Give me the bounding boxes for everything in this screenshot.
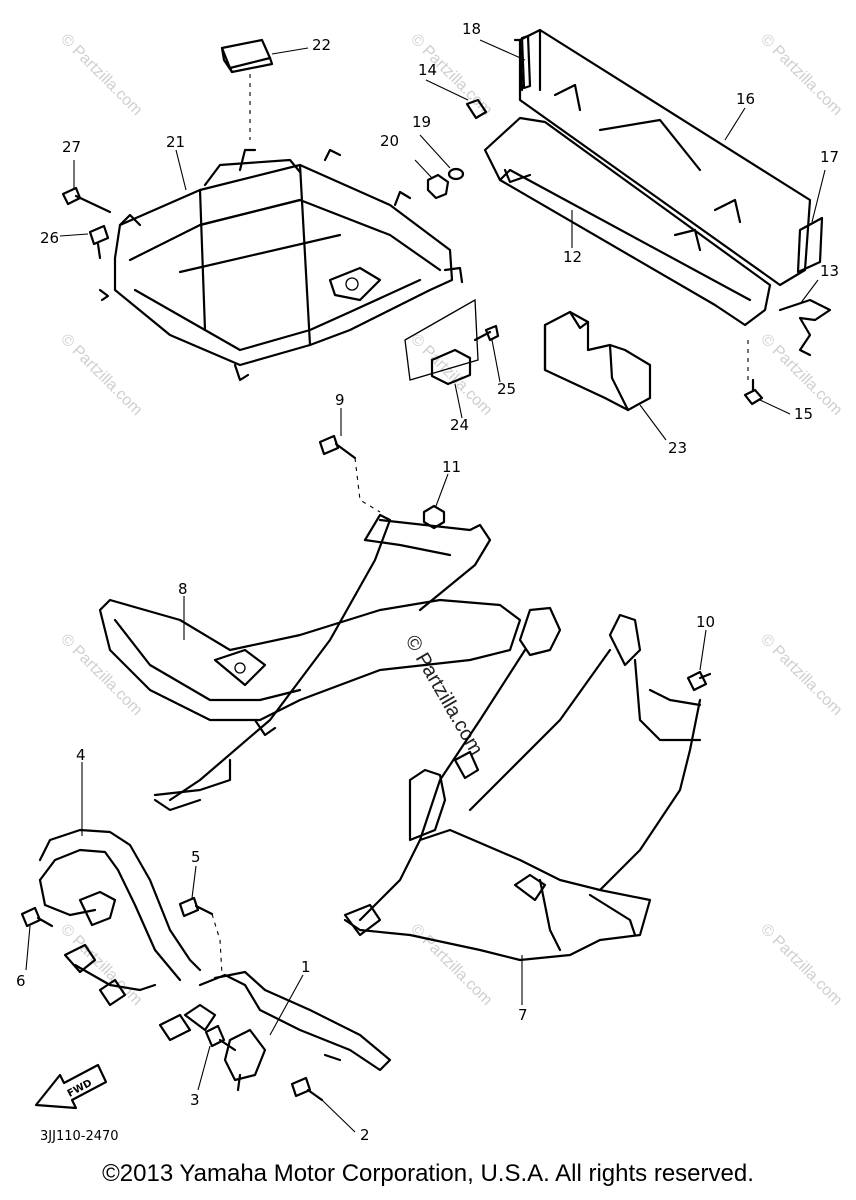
part-14-clip bbox=[465, 98, 488, 120]
part-21-seat-frame bbox=[98, 148, 464, 382]
callout-13: 13 bbox=[820, 262, 839, 280]
watermark-center: © Partzilla.com bbox=[401, 632, 487, 760]
callout-3: 3 bbox=[190, 1091, 200, 1109]
part-20-nut bbox=[426, 173, 450, 200]
part-17-strip bbox=[796, 216, 824, 274]
watermark: © Partzilla.com bbox=[757, 921, 845, 1009]
part-4-bumper-tube bbox=[38, 828, 202, 1007]
callout-24: 24 bbox=[450, 416, 469, 434]
part-26-bolt bbox=[88, 224, 110, 260]
part-7-main-frame bbox=[343, 606, 702, 962]
part-2-bolt bbox=[290, 1076, 324, 1102]
callout-19: 19 bbox=[412, 113, 431, 131]
callout-12: 12 bbox=[563, 248, 582, 266]
watermark: © Partzilla.com bbox=[407, 921, 495, 1009]
callout-2: 2 bbox=[360, 1126, 370, 1144]
callout-labels: 22 21 27 26 20 19 14 18 16 17 12 13 15 2… bbox=[16, 20, 839, 1144]
part-16-cover-panel bbox=[518, 28, 812, 287]
callout-17: 17 bbox=[820, 148, 839, 166]
part-8-guard-tube bbox=[98, 513, 522, 812]
part-5-bolt bbox=[178, 896, 214, 918]
callout-9: 9 bbox=[335, 391, 345, 409]
part-23-foam bbox=[543, 310, 652, 412]
callout-25: 25 bbox=[497, 380, 516, 398]
callout-22: 22 bbox=[312, 36, 331, 54]
watermark: © Partzilla.com bbox=[407, 331, 495, 419]
callout-26: 26 bbox=[40, 229, 59, 247]
part-15-screw bbox=[743, 378, 764, 406]
copyright-notice: ©2013 Yamaha Motor Corporation, U.S.A. A… bbox=[102, 1160, 754, 1187]
part-19-washer bbox=[447, 167, 465, 181]
part-1-bumper bbox=[158, 970, 392, 1092]
callout-6: 6 bbox=[16, 972, 26, 990]
callout-15: 15 bbox=[794, 405, 813, 423]
part-18-strip bbox=[513, 34, 532, 92]
callout-23: 23 bbox=[668, 439, 687, 457]
callout-14: 14 bbox=[418, 61, 437, 79]
part-10-bolt bbox=[686, 670, 712, 692]
callout-21: 21 bbox=[166, 133, 185, 151]
diagram-code: 3JJ110-2470 bbox=[40, 1129, 119, 1144]
watermark: © Partzilla.com bbox=[57, 631, 145, 719]
part-22-cushion bbox=[220, 38, 274, 74]
leader-lines bbox=[25, 39, 826, 1133]
callout-27: 27 bbox=[62, 138, 81, 156]
forward-arrow-icon: FWD bbox=[34, 1063, 108, 1110]
watermark: © Partzilla.com bbox=[757, 31, 845, 119]
part-13-hook bbox=[778, 298, 832, 357]
callout-18: 18 bbox=[462, 20, 481, 38]
callout-11: 11 bbox=[442, 458, 461, 476]
callout-7: 7 bbox=[518, 1006, 528, 1024]
watermark: © Partzilla.com bbox=[757, 631, 845, 719]
callout-4: 4 bbox=[76, 746, 86, 764]
watermark: © Partzilla.com bbox=[57, 921, 145, 1009]
callout-16: 16 bbox=[736, 90, 755, 108]
part-11-nut bbox=[422, 504, 446, 530]
callout-20: 20 bbox=[380, 132, 399, 150]
part-24-25-bracket bbox=[404, 298, 500, 386]
callout-5: 5 bbox=[191, 848, 201, 866]
callout-8: 8 bbox=[178, 580, 188, 598]
part-9-bolt bbox=[318, 434, 357, 460]
part-3-bolt bbox=[204, 1024, 237, 1052]
watermark: © Partzilla.com bbox=[57, 31, 145, 119]
part-6-bolt bbox=[20, 906, 54, 928]
callout-1: 1 bbox=[301, 958, 311, 976]
part-27-bolt bbox=[61, 186, 112, 214]
callout-10: 10 bbox=[696, 613, 715, 631]
watermark: © Partzilla.com bbox=[57, 331, 145, 419]
